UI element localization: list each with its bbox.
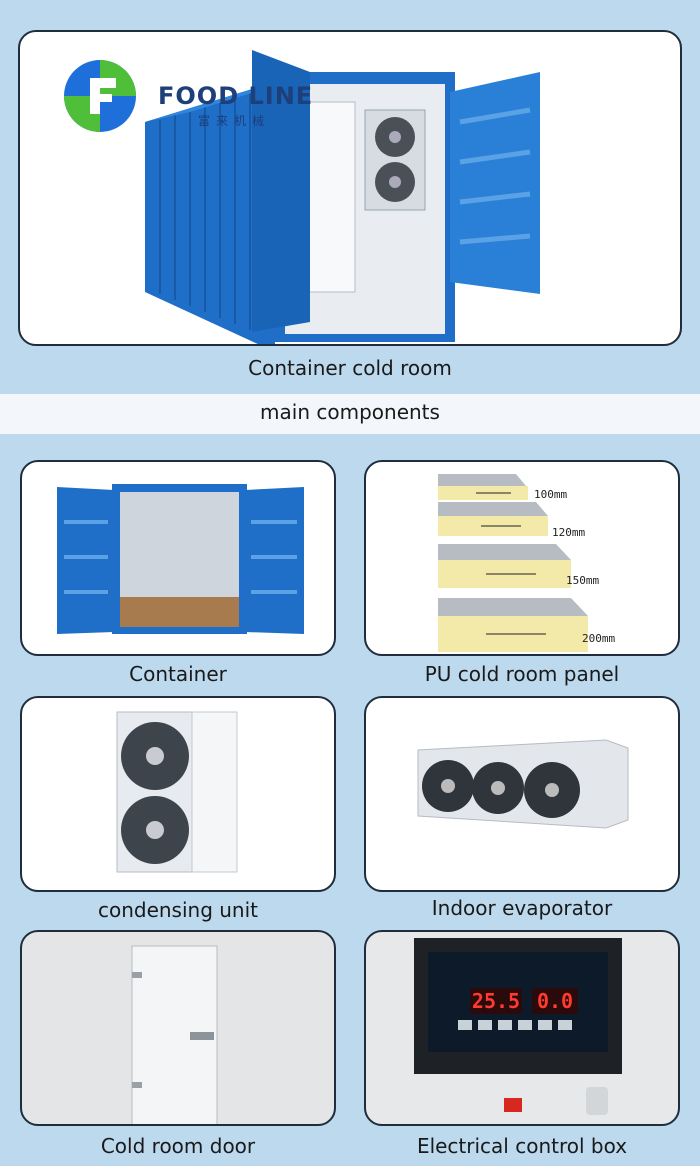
brand-name: FOOD LINE [158, 82, 314, 110]
component-card-evaporator [364, 696, 680, 892]
thickness-150: 150mm [566, 574, 600, 587]
indoor-evaporator-image [417, 739, 629, 829]
caption-evaporator: Indoor evaporator [431, 896, 613, 920]
caption-container: Container [129, 662, 227, 686]
electrical-control-box-image [414, 938, 622, 1115]
component-card-electrical-control-box: 25.5 0.0 [364, 930, 680, 1126]
hero-card: FOOD LINE 富来机械 [18, 30, 682, 346]
hero-caption: Container cold room [248, 356, 452, 380]
condensing-unit-image [116, 711, 238, 873]
container-cold-room-image [145, 50, 540, 344]
setpoint-display: 0.0 [532, 988, 578, 1014]
thickness-100: 100mm [534, 488, 568, 501]
component-card-cold-room-door [20, 930, 336, 1126]
food-line-logo-icon [64, 60, 136, 132]
section-title: main components [260, 400, 440, 424]
container-image [57, 484, 304, 634]
component-card-pu-panel: 100mm 120mm 150mm 200mm [364, 460, 680, 656]
section-band: main components [0, 394, 700, 434]
component-card-container [20, 460, 336, 656]
thickness-120: 120mm [552, 526, 586, 539]
component-card-condensing-unit [20, 696, 336, 892]
caption-pu-panel: PU cold room panel [424, 662, 620, 686]
temperature-display: 25.5 [470, 988, 522, 1014]
caption-condensing-unit: condensing unit [97, 898, 259, 922]
pu-panel-image [438, 474, 588, 652]
caption-cold-room-door: Cold room door [100, 1134, 256, 1158]
caption-electrical-control-box: Electrical control box [416, 1134, 628, 1158]
thickness-200: 200mm [582, 632, 616, 645]
brand-subtitle: 富来机械 [198, 114, 271, 128]
cold-room-door-image [131, 945, 218, 1124]
